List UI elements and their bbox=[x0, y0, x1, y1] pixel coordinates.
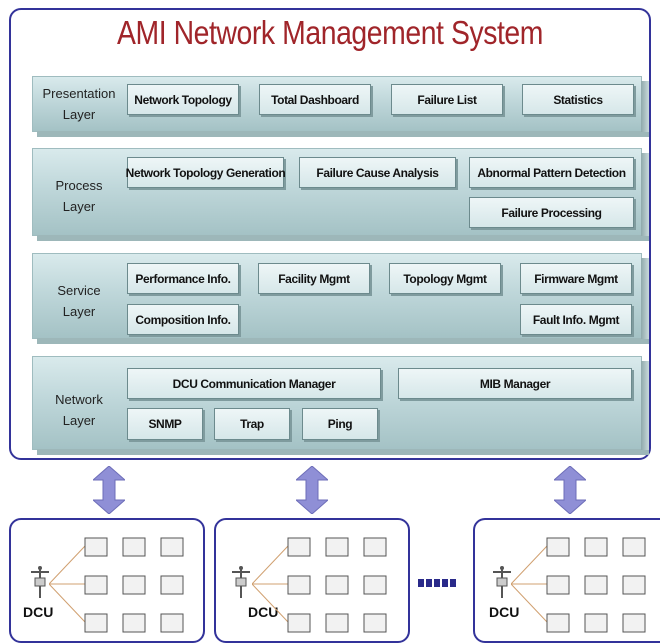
module-failure-list: Failure List bbox=[391, 84, 503, 115]
bidirectional-arrow-icon bbox=[93, 466, 125, 514]
module-performance-info: Performance Info. bbox=[127, 263, 239, 294]
module-facility-mgmt: Facility Mgmt bbox=[258, 263, 370, 294]
module-trap: Trap bbox=[214, 408, 290, 440]
dcu-label: DCU bbox=[489, 604, 520, 620]
meter-grid-icon bbox=[49, 537, 184, 633]
module-abnormal-pattern-detection: Abnormal Pattern Detection bbox=[469, 157, 634, 188]
module-firmware-mgmt: Firmware Mgmt bbox=[520, 263, 632, 294]
dcu-label: DCU bbox=[248, 604, 279, 620]
dcu-icon bbox=[232, 566, 250, 598]
module-network-topology-generation: Network Topology Generation bbox=[126, 157, 286, 188]
system-title: AMI Network Management System bbox=[117, 14, 543, 51]
module-network-topology: Network Topology bbox=[127, 84, 239, 115]
dcu-group-2: DCU bbox=[214, 518, 410, 643]
ellipsis-dots-icon bbox=[418, 574, 458, 587]
dcu-icon bbox=[493, 566, 511, 598]
module-statistics: Statistics bbox=[522, 84, 634, 115]
dcu-group-1: DCU bbox=[9, 518, 205, 643]
meter-grid-icon bbox=[252, 537, 387, 633]
module-snmp: SNMP bbox=[127, 408, 203, 440]
module-dcu-communication-manager: DCU Communication Manager bbox=[127, 368, 381, 399]
module-composition-info: Composition Info. bbox=[127, 304, 239, 335]
dcu-icon bbox=[31, 566, 49, 598]
module-fault-info-mgmt: Fault Info. Mgmt bbox=[520, 304, 632, 335]
bidirectional-arrow-icon bbox=[554, 466, 586, 514]
meter-grid-icon bbox=[511, 537, 646, 633]
module-ping: Ping bbox=[302, 408, 378, 440]
dcu-group-3: DCU bbox=[473, 518, 660, 643]
module-failure-cause-analysis: Failure Cause Analysis bbox=[299, 157, 456, 188]
dcu-label: DCU bbox=[23, 604, 54, 620]
module-mib-manager: MIB Manager bbox=[398, 368, 632, 399]
module-topology-mgmt: Topology Mgmt bbox=[389, 263, 501, 294]
bidirectional-arrow-icon bbox=[296, 466, 328, 514]
module-failure-processing: Failure Processing bbox=[469, 197, 634, 228]
module-total-dashboard: Total Dashboard bbox=[259, 84, 371, 115]
